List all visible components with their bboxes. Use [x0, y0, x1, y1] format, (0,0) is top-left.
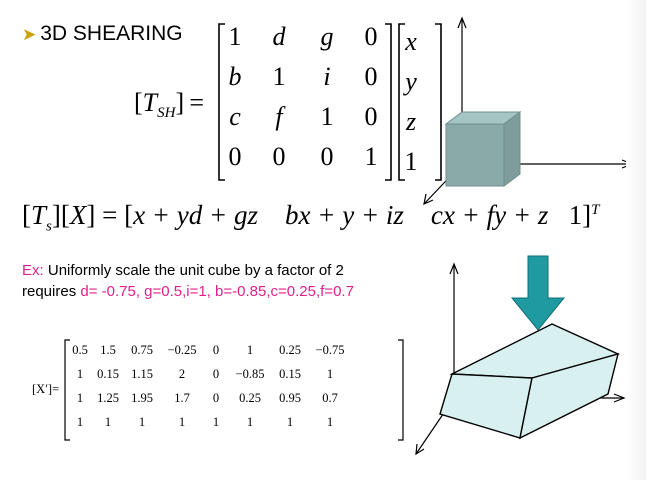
- result-cell: 2: [178, 367, 186, 381]
- result-cell: 1: [212, 415, 220, 429]
- result-label: [X′]=: [32, 382, 60, 396]
- result-cell: 0: [212, 367, 220, 381]
- result-cell: 0.7: [322, 391, 338, 405]
- result-cell: 1.25: [97, 391, 119, 405]
- result-cell: 0.5: [72, 343, 88, 357]
- matrix-cell: 1: [320, 102, 334, 131]
- result-cell: 0.15: [97, 367, 119, 381]
- unit-cube-figure: [423, 16, 634, 206]
- transform-equation: [Ts][X] = [x + yd + gz bx + y + iz cx + …: [22, 200, 600, 235]
- result-cell: 0.25: [239, 391, 261, 405]
- shear-matrix-lhs: [TSH] =: [134, 88, 205, 122]
- result-cell: 1: [326, 415, 334, 429]
- result-cell: 0.25: [279, 343, 301, 357]
- result-cell: 1: [76, 367, 84, 381]
- result-cell: −0.75: [315, 343, 345, 357]
- result-cell: 0: [212, 391, 220, 405]
- result-cell: −0.85: [235, 367, 265, 381]
- result-matrix-label: [X′]=: [32, 382, 59, 397]
- matrix-cell: 1: [364, 142, 378, 171]
- shear-matrix: 1 d g 0 b 1 i 0 c f 1 0 0 0 0 1: [222, 22, 392, 182]
- matrix-cell: c: [229, 102, 241, 131]
- result-cell: 0.95: [279, 391, 301, 405]
- result-cell: 1: [246, 343, 254, 357]
- example-prefix: Ex:: [22, 262, 44, 279]
- equation-term: 1: [568, 200, 583, 230]
- matrix-cell: 0: [364, 62, 378, 91]
- result-cell: 1.5: [100, 343, 116, 357]
- vector-cell: x: [405, 27, 417, 56]
- example-requires: requires: [22, 283, 77, 300]
- result-cell: 1: [286, 415, 294, 429]
- down-arrow-icon: [510, 255, 566, 331]
- matrix-cell: 0: [320, 142, 334, 171]
- result-cell: 1: [178, 415, 186, 429]
- result-cell: 1: [246, 415, 254, 429]
- matrix-cell: g: [320, 22, 334, 51]
- equation-term: x + yd + gz: [133, 200, 258, 230]
- matrix-cell: d: [272, 22, 286, 51]
- result-cell: 1: [138, 415, 146, 429]
- slide-title: ➤3D SHEARING: [22, 22, 183, 46]
- result-cell: 1: [76, 415, 84, 429]
- result-cell: 0.15: [279, 367, 301, 381]
- result-cell: 1: [104, 415, 112, 429]
- result-cell: 0: [212, 343, 220, 357]
- result-cell: 1: [326, 367, 334, 381]
- y-axis-arrow-icon: [457, 16, 467, 29]
- cube-front-face: [445, 123, 505, 187]
- vector-cell: y: [405, 67, 417, 96]
- coordinate-vector: x y z 1: [397, 22, 425, 182]
- matrix-cell: 1: [228, 22, 242, 51]
- z-axis-arrow-icon: [415, 443, 425, 456]
- equation-term: cx + fy + z: [430, 200, 549, 230]
- result-cell: 1: [76, 391, 84, 405]
- vector-cell: 1: [404, 147, 418, 176]
- slide-edge-shadow: [626, 0, 646, 480]
- result-cell: 0.75: [131, 343, 153, 357]
- matrix-cell: 1: [272, 62, 286, 91]
- matrix-cell: 0: [364, 22, 378, 51]
- sheared-front-face: [439, 373, 533, 439]
- matrix-cell: b: [228, 62, 242, 91]
- equation-lhs: [Ts][X] = [: [22, 200, 134, 235]
- result-cell: 1.7: [174, 391, 190, 405]
- result-matrix-brackets: [64, 339, 404, 441]
- title-text: 3D SHEARING: [40, 22, 183, 45]
- result-cell: 1.15: [131, 367, 153, 381]
- matrix-cell: f: [275, 102, 283, 131]
- matrix-cell: 0: [272, 142, 286, 171]
- sheared-cube-figure: [415, 262, 626, 456]
- example-line-1: Ex: Uniformly scale the unit cube by a f…: [22, 262, 344, 279]
- arrow-bullet-icon: ➤: [22, 25, 37, 44]
- example-description: Uniformly scale the unit cube by a facto…: [47, 262, 344, 279]
- sheared-side-face: [519, 353, 619, 440]
- example-values: d= -0.75, g=0.5,i=1, b=-0.85,c=0.25,f=0.…: [80, 283, 354, 300]
- result-cell: −0.25: [167, 343, 197, 357]
- vector-cell: z: [405, 107, 417, 136]
- example-line-2: requires d= -0.75, g=0.5,i=1, b=-0.85,c=…: [22, 283, 354, 300]
- z-axis-arrow-icon: [423, 193, 434, 206]
- transpose-superscript: T: [591, 202, 600, 218]
- y-axis-arrow-icon: [449, 262, 459, 275]
- matrix-cell: i: [323, 62, 331, 91]
- matrix-cell: 0: [364, 102, 378, 131]
- result-cell: 1.95: [131, 391, 153, 405]
- equation-term: bx + y + iz: [285, 200, 404, 230]
- cube-side-face: [503, 111, 521, 187]
- matrix-brackets: [218, 23, 442, 181]
- result-matrix: 0.5 1.5 0.75 −0.25 0 1 0.25 −0.75 1 0.15…: [60, 343, 400, 443]
- x-axis-arrow-icon: [613, 393, 626, 403]
- matrix-cell: 0: [228, 142, 242, 171]
